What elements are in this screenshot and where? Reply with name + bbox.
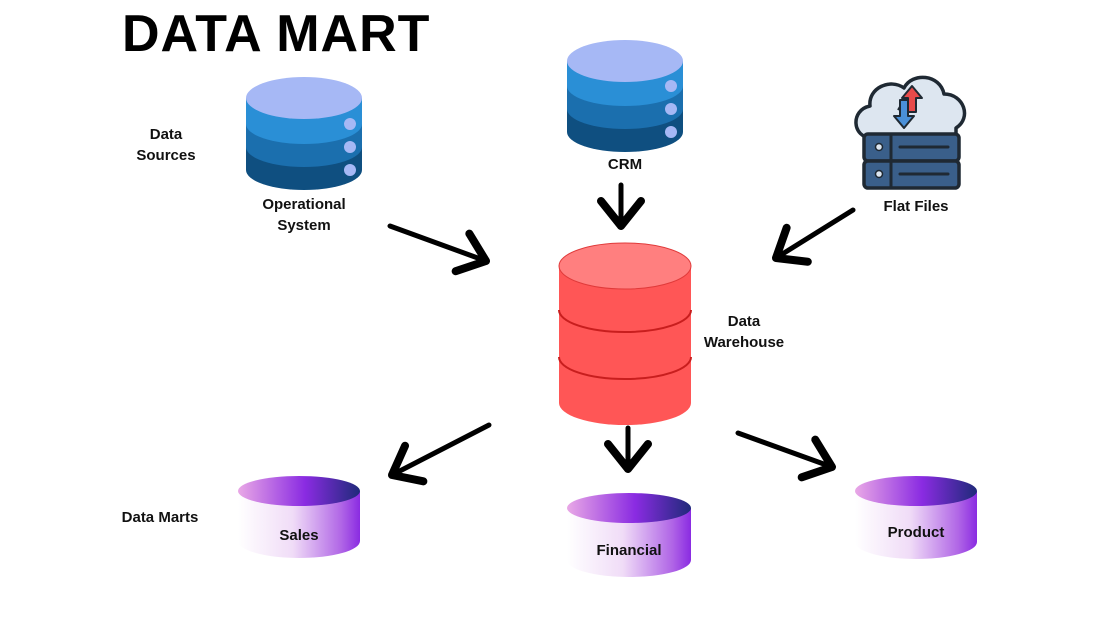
crm-database-icon bbox=[567, 40, 683, 152]
cloud-server-icon bbox=[854, 75, 967, 190]
data-marts-label: Data Marts bbox=[121, 509, 199, 526]
data-sources-label: Data Sources bbox=[126, 124, 206, 166]
financial-data-mart-icon bbox=[567, 493, 691, 577]
operational-system-database-icon bbox=[246, 77, 362, 190]
financial-mart-label: Financial bbox=[596, 542, 662, 559]
crm-label: CRM bbox=[607, 156, 643, 173]
arrow-operational-to-warehouse bbox=[387, 223, 490, 276]
db-indicator-dot bbox=[665, 80, 677, 92]
diagram-title: DATA MART bbox=[122, 5, 431, 63]
warehouse-label-line1: Data bbox=[727, 313, 761, 330]
flat-files-label: Flat Files bbox=[883, 198, 949, 215]
db-indicator-dot bbox=[665, 126, 677, 138]
sales-mart-label: Sales bbox=[279, 527, 319, 544]
data-sources-label-line2: Sources bbox=[136, 147, 196, 164]
sales-data-mart-icon bbox=[238, 476, 360, 558]
db-indicator-dot bbox=[344, 118, 356, 130]
data-sources-label-line1: Data bbox=[149, 126, 183, 143]
product-mart-label: Product bbox=[887, 524, 945, 541]
operational-label-line2: System bbox=[277, 217, 331, 234]
arrow-warehouse-to-sales bbox=[388, 422, 492, 486]
db-indicator-dot bbox=[344, 164, 356, 176]
data-warehouse-label: Data Warehouse bbox=[694, 311, 794, 353]
data-warehouse-database-icon bbox=[558, 242, 692, 425]
arrow-warehouse-to-product bbox=[735, 430, 836, 482]
product-data-mart-icon bbox=[855, 476, 977, 559]
arrow-flatfiles-to-warehouse bbox=[772, 207, 856, 266]
operational-system-label: Operational System bbox=[244, 194, 364, 236]
db-indicator-dot bbox=[665, 103, 677, 115]
db-indicator-dot bbox=[344, 141, 356, 153]
warehouse-label-line2: Warehouse bbox=[703, 334, 785, 351]
operational-label-line1: Operational bbox=[262, 196, 346, 213]
